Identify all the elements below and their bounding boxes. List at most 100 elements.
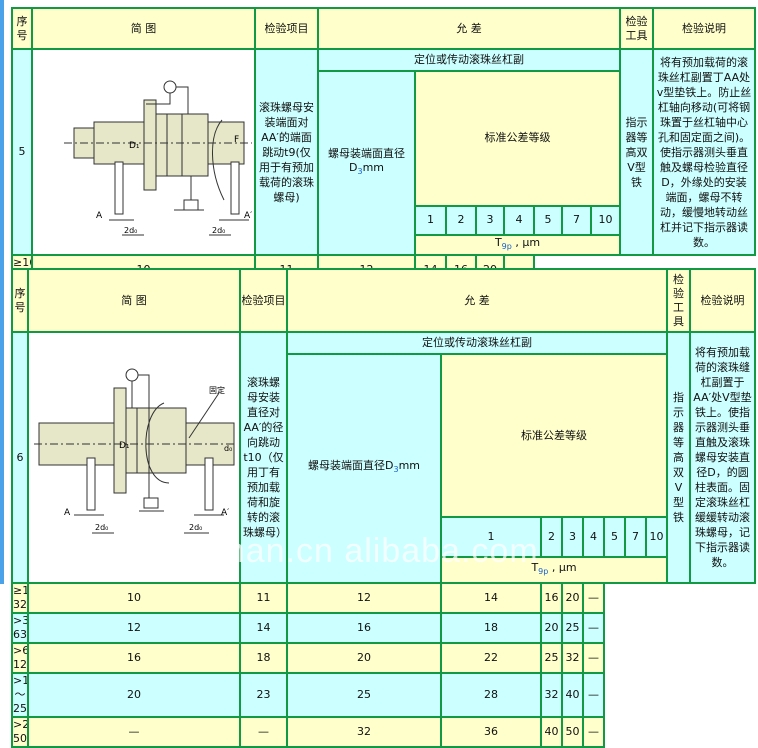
header-diagram: 简 图	[31, 7, 256, 50]
tolerance-value: 16	[27, 642, 241, 674]
label-a: A	[64, 508, 71, 518]
left-accent-bar	[0, 0, 4, 584]
grade-3: 4	[582, 516, 605, 558]
unit-t: T	[494, 235, 502, 249]
tolerance-value: —	[582, 582, 605, 614]
diameter-unit: mm	[398, 459, 420, 473]
diameter-text: 螺母装端面直径	[328, 146, 405, 160]
label-f: F	[234, 135, 239, 145]
tolerance-value: 28	[440, 672, 542, 718]
diagram-cell: A A′ D₁ F 2d₀ 2d₀	[31, 48, 256, 256]
inspection-description: 将有预加载荷的滚珠丝杠副置丁AA处v型垫铁上。防止丝杠轴向移动(可将钢珠置于丝杠…	[652, 48, 756, 256]
header-tolerance: 允 差	[286, 268, 668, 333]
grade-2: 3	[561, 516, 584, 558]
label-a: A	[96, 211, 103, 221]
diameter-text: 螺母装端面直径	[307, 459, 385, 473]
label-d1: D₁	[129, 141, 140, 151]
table-row: >63-125161820222532—	[11, 642, 755, 674]
label-d0: d₀	[224, 444, 232, 453]
tolerance-value: 20	[27, 672, 241, 718]
diameter-range: >63-125	[11, 642, 29, 674]
grade-2: 3	[475, 204, 505, 236]
label-dist-right: 2d₀	[189, 523, 202, 532]
ball-screw-radial-runout-diagram: 固定 A A′ D₁ d₀ 2d₀ 2d₀	[34, 368, 237, 534]
grade-5: 7	[561, 204, 592, 236]
header-no: 序号	[11, 268, 29, 333]
tolerance-value: 36	[440, 716, 542, 748]
grade-6: 10	[645, 516, 668, 558]
unit-t: T	[531, 560, 539, 574]
unit-sub: 9p	[538, 567, 549, 577]
grade-1: 2	[540, 516, 563, 558]
tolerance-value: 20	[561, 582, 584, 614]
unit-rest: , μm	[511, 235, 541, 249]
header-diagram: 简 图	[27, 268, 241, 333]
tolerance-value: —	[582, 612, 605, 644]
inspection-item: 滚珠螺母安装端面对AA′的端面跳动t9(仅用于有预加载荷的滚珠螺母)	[254, 48, 319, 256]
tolerance-value: 32	[286, 716, 442, 748]
diameter-label: 螺母装端面直径D3mm	[286, 353, 442, 584]
header-no: 序号	[11, 7, 33, 50]
tolerance-value: —	[27, 716, 241, 748]
grade-6: 10	[590, 204, 621, 236]
inspection-item: 滚珠螺母安装直径对AA′的径向跳动t10（仅用丁有预加载荷和旋转的滚珠螺母）	[239, 331, 288, 584]
tolerance-value: 32	[540, 672, 563, 718]
tolerance-value: 14	[440, 582, 542, 614]
tolerance-value: 50	[561, 716, 584, 748]
tolerance-value: —	[582, 642, 605, 674]
header-desc: 检验说明	[689, 268, 756, 333]
tolerance-value: 25	[286, 672, 442, 718]
diameter-sub: 3	[357, 167, 363, 177]
unit-rest: , μm	[548, 560, 577, 574]
label-dist-left: 2d₀	[124, 226, 137, 235]
diameter-range: >32-63	[11, 612, 29, 644]
grade-0: 1	[440, 516, 542, 558]
tolerance-value: 16	[286, 612, 442, 644]
label-a-prime: A′	[244, 211, 252, 221]
header-tolerance: 允 差	[317, 7, 621, 50]
unit-sub: 9p	[501, 242, 512, 251]
tolerance-value: 10	[27, 582, 241, 614]
label-a-prime: A′	[221, 508, 229, 518]
category: 定位或传动滚珠丝杠副	[286, 331, 668, 355]
tolerance-value: 20	[540, 612, 563, 644]
grade-4: 5	[603, 516, 626, 558]
grade-label: 标准公差等级	[440, 353, 668, 518]
header-item: 检验项目	[239, 268, 288, 333]
grade-3: 4	[503, 204, 535, 236]
tolerance-value: 20	[286, 642, 442, 674]
tolerance-value: 11	[239, 582, 288, 614]
table-row: >125～250202325283240—	[11, 672, 755, 718]
diameter-sub: 3	[393, 465, 399, 475]
diameter-range: >125～250	[11, 672, 29, 718]
inspection-tool: 指示器等高双V型铁	[666, 331, 691, 584]
tolerance-value: 25	[540, 642, 563, 674]
tolerance-value: 16	[540, 582, 563, 614]
tolerance-value: 40	[540, 716, 563, 748]
label-fixed: 固定	[209, 385, 225, 395]
header-tool: 检验工具	[666, 268, 691, 333]
diameter-unit: mm	[362, 160, 384, 174]
grade-1: 2	[445, 204, 477, 236]
grade-0: 1	[414, 204, 447, 236]
header-desc: 检验说明	[652, 7, 756, 50]
tolerance-value: 12	[286, 582, 442, 614]
diameter-range: ≥16-32	[11, 582, 29, 614]
diameter-symbol: D	[384, 459, 394, 473]
inspection-description: 将有预加载荷的滚珠缝杠副置于AA′处V型垫铁上。使指示器测头垂直触及滚珠螺母安装…	[689, 331, 756, 584]
tolerance-value: —	[582, 716, 605, 748]
tolerance-value: 22	[440, 642, 542, 674]
tolerance-value: 23	[239, 672, 288, 718]
grade-5: 7	[624, 516, 647, 558]
header-item: 检验项目	[254, 7, 319, 50]
tolerance-value: —	[239, 716, 288, 748]
ball-screw-end-face-diagram: A A′ D₁ F 2d₀ 2d₀	[63, 80, 252, 236]
label-dist-left: 2d₀	[95, 523, 108, 532]
tolerance-value: 12	[27, 612, 241, 644]
unit-label: T9p , μm	[440, 556, 668, 584]
header-tool: 检验工具	[619, 7, 654, 50]
